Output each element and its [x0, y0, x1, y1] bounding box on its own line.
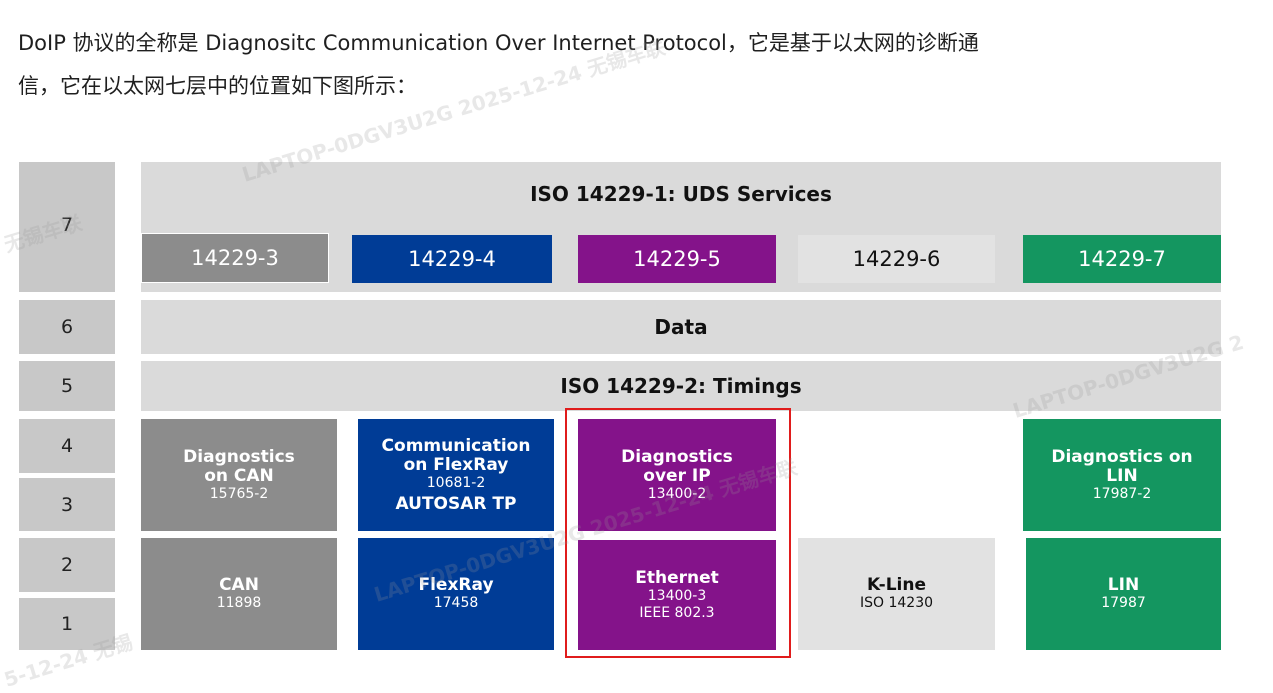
layer-3: 3	[19, 478, 115, 531]
flexray-block: FlexRay 17458	[358, 538, 554, 650]
diagnostics-over-ip-code: 13400-2	[647, 485, 707, 502]
part-14229-5: 14229-5	[578, 235, 776, 283]
layer-4: 4	[19, 419, 115, 473]
lin-block: LIN 17987	[1026, 538, 1221, 650]
k-line-code: ISO 14230	[859, 595, 934, 611]
timings-band: ISO 14229-2: Timings	[141, 361, 1221, 411]
layer-2-label: 2	[60, 554, 74, 576]
k-line-block: K-Line ISO 14230	[798, 538, 995, 650]
flexray-title: FlexRay	[418, 575, 494, 595]
part-14229-4-label: 14229-4	[408, 247, 496, 271]
ethernet-code: 13400-3	[647, 587, 707, 604]
part-14229-4: 14229-4	[352, 235, 552, 283]
part-14229-6: 14229-6	[798, 235, 995, 283]
can-title: CAN	[219, 575, 259, 595]
can-code: 11898	[216, 595, 262, 611]
timings-label: ISO 14229-2: Timings	[560, 374, 802, 398]
layer-5: 5	[19, 361, 115, 411]
part-14229-7: 14229-7	[1023, 235, 1221, 283]
diagnostics-on-can-title: Diagnostics on CAN	[183, 446, 295, 486]
can-block: CAN 11898	[141, 538, 337, 650]
ethernet-standard: IEEE 802.3	[639, 604, 715, 621]
communication-on-flexray-title: Communication on FlexRay	[381, 435, 531, 475]
diagnostics-over-ip-block: Diagnostics over IP 13400-2	[578, 419, 776, 531]
autosar-tp-label: AUTOSAR TP	[395, 493, 517, 514]
lin-title: LIN	[1107, 575, 1140, 595]
diagnostics-on-lin-block: Diagnostics on LIN 17987-2	[1023, 419, 1221, 531]
data-label: Data	[654, 315, 708, 339]
k-line-title: K-Line	[866, 575, 927, 595]
communication-on-flexray-block: Communication on FlexRay 10681-2 AUTOSAR…	[358, 419, 554, 531]
intro-text: DoIP 协议的全称是 Diagnositc Communication Ove…	[18, 22, 1258, 108]
layer-2: 2	[19, 538, 115, 592]
diagnostics-on-lin-code: 17987-2	[1092, 485, 1152, 502]
diagnostics-on-lin-title: Diagnostics on LIN	[1051, 446, 1193, 486]
layer-1: 1	[19, 598, 115, 650]
ethernet-title: Ethernet	[635, 567, 719, 588]
intro-line-2: 信，它在以太网七层中的位置如下图所示：	[18, 74, 417, 98]
layer-5-label: 5	[60, 375, 74, 397]
layer-6-label: 6	[60, 316, 74, 338]
lin-code: 17987	[1101, 595, 1146, 611]
uds-services-label: ISO 14229-1: UDS Services	[530, 182, 832, 206]
ethernet-block: Ethernet 13400-3 IEEE 802.3	[578, 540, 776, 650]
diagnostics-on-can-code: 15765-2	[209, 485, 269, 502]
part-14229-3-label: 14229-3	[191, 246, 279, 270]
part-14229-6-label: 14229-6	[852, 247, 941, 271]
layer-6: 6	[19, 300, 115, 354]
doip-highlight-frame	[565, 408, 791, 658]
part-14229-3: 14229-3	[141, 233, 329, 283]
part-14229-7-label: 14229-7	[1078, 247, 1166, 271]
communication-on-flexray-code: 10681-2	[426, 474, 486, 491]
data-band: Data	[141, 300, 1221, 354]
layer-7: 7	[19, 162, 115, 292]
flexray-code: 17458	[433, 595, 479, 611]
layer-4-label: 4	[60, 435, 74, 457]
layer-7-label: 7	[60, 214, 74, 236]
layer-3-label: 3	[60, 493, 74, 516]
diagnostics-over-ip-title: Diagnostics over IP	[621, 446, 733, 486]
layer-1-label: 1	[60, 613, 74, 635]
part-14229-5-label: 14229-5	[633, 247, 721, 271]
diagnostics-on-can-block: Diagnostics on CAN 15765-2	[141, 419, 337, 531]
intro-line-1: DoIP 协议的全称是 Diagnositc Communication Ove…	[18, 31, 979, 55]
